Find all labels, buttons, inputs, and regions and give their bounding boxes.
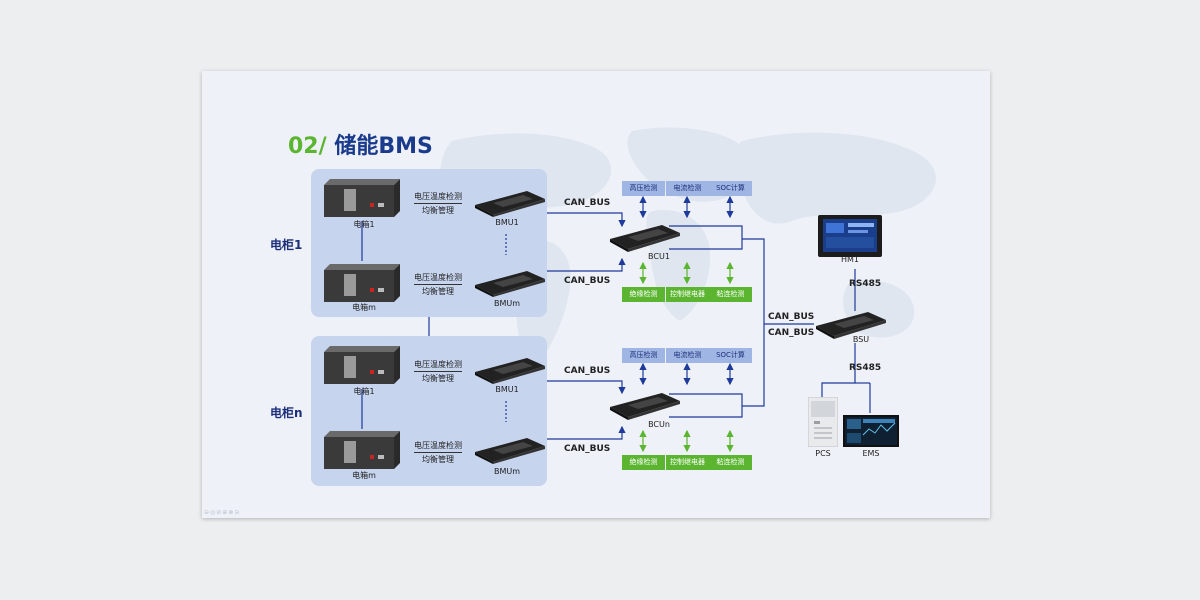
cabinet-1-label: 电柜1 <box>270 238 303 252</box>
function-line-1: 电压温度检测 <box>414 271 462 285</box>
bmu-device-icon <box>475 358 545 384</box>
slide-title: 02/ 储能BMS <box>288 128 433 160</box>
cabinet-n-label: 电柜n <box>270 406 303 420</box>
box-label: 电箱m <box>352 303 376 312</box>
system-can-bus-label: CAN_BUS <box>768 328 815 338</box>
battery-box-icon <box>324 179 400 217</box>
bcu-device-icon <box>610 225 680 252</box>
function-line-2: 均衡管理 <box>422 206 454 215</box>
tag-adhesion: 粘连检测 <box>709 455 752 470</box>
function-line-1: 电压温度检测 <box>414 358 462 372</box>
rs485-label: RS485 <box>849 279 882 289</box>
bmu-label: BMU1 <box>495 385 519 394</box>
bmu-device-icon <box>475 271 545 297</box>
bmu-label: BMU1 <box>495 218 519 227</box>
function-label: 电压温度检测 均衡管理 <box>408 358 468 385</box>
battery-box-icon <box>324 431 400 469</box>
bmu-device-icon <box>475 438 545 464</box>
function-label: 电压温度检测 均衡管理 <box>408 271 468 298</box>
tag-adhesion: 粘连检测 <box>709 287 752 302</box>
can-bus-label: CAN_BUS <box>564 276 611 286</box>
title-text: 储能BMS <box>334 134 433 159</box>
function-line-2: 均衡管理 <box>422 287 454 296</box>
box-label: 电箱m <box>352 471 376 480</box>
connection-lines <box>361 195 871 453</box>
bsu-label: BSU <box>852 335 870 344</box>
rs485-label: RS485 <box>849 363 882 373</box>
bcu-device-icon <box>610 393 680 420</box>
battery-box-icon <box>324 264 400 302</box>
function-line-2: 均衡管理 <box>422 374 454 383</box>
bcu-label: BCU1 <box>648 252 670 261</box>
function-label: 电压温度检测 均衡管理 <box>408 439 468 466</box>
box-label: 电箱1 <box>353 220 375 229</box>
can-bus-label: CAN_BUS <box>564 366 611 376</box>
function-label: 电压温度检测 均衡管理 <box>408 190 468 217</box>
function-line-2: 均衡管理 <box>422 455 454 464</box>
hmi-display-icon <box>818 215 882 257</box>
bmu-device-icon <box>475 191 545 217</box>
bmu-label: BMUm <box>493 467 521 476</box>
title-number: 02/ <box>288 134 327 159</box>
bmu-label: BMUm <box>493 299 521 308</box>
ems-screen-icon <box>843 415 899 447</box>
tag-insulation: 绝缘检测 <box>622 455 665 470</box>
system-can-bus-label: CAN_BUS <box>768 312 815 322</box>
hm-label: HM1 <box>840 255 859 264</box>
tag-current: 电流检测 <box>666 348 709 363</box>
slide: 02/ 储能BMS <box>202 71 990 518</box>
tag-insulation: 绝缘检测 <box>622 287 665 302</box>
pcs-cabinet-icon <box>808 397 838 447</box>
tag-current: 电流检测 <box>666 181 709 196</box>
tag-high-voltage: 高压检测 <box>622 181 665 196</box>
footer-toolbar-icons: ⊖◎⊘⊕⊗⊝ <box>204 509 241 516</box>
tag-soc: SOC计算 <box>709 181 752 196</box>
bcu-label: BCUn <box>648 420 670 429</box>
battery-box-icon <box>324 346 400 384</box>
bsu-device-icon <box>816 312 886 339</box>
tag-high-voltage: 高压检测 <box>622 348 665 363</box>
can-bus-label: CAN_BUS <box>564 198 611 208</box>
function-line-1: 电压温度检测 <box>414 439 462 453</box>
can-bus-label: CAN_BUS <box>564 444 611 454</box>
ems-label: EMS <box>862 449 880 458</box>
function-line-1: 电压温度检测 <box>414 190 462 204</box>
box-label: 电箱1 <box>353 387 375 396</box>
tag-relay: 控制继电器 <box>666 455 709 470</box>
tag-soc: SOC计算 <box>709 348 752 363</box>
pcs-label: PCS <box>815 449 831 458</box>
tag-relay: 控制继电器 <box>666 287 709 302</box>
